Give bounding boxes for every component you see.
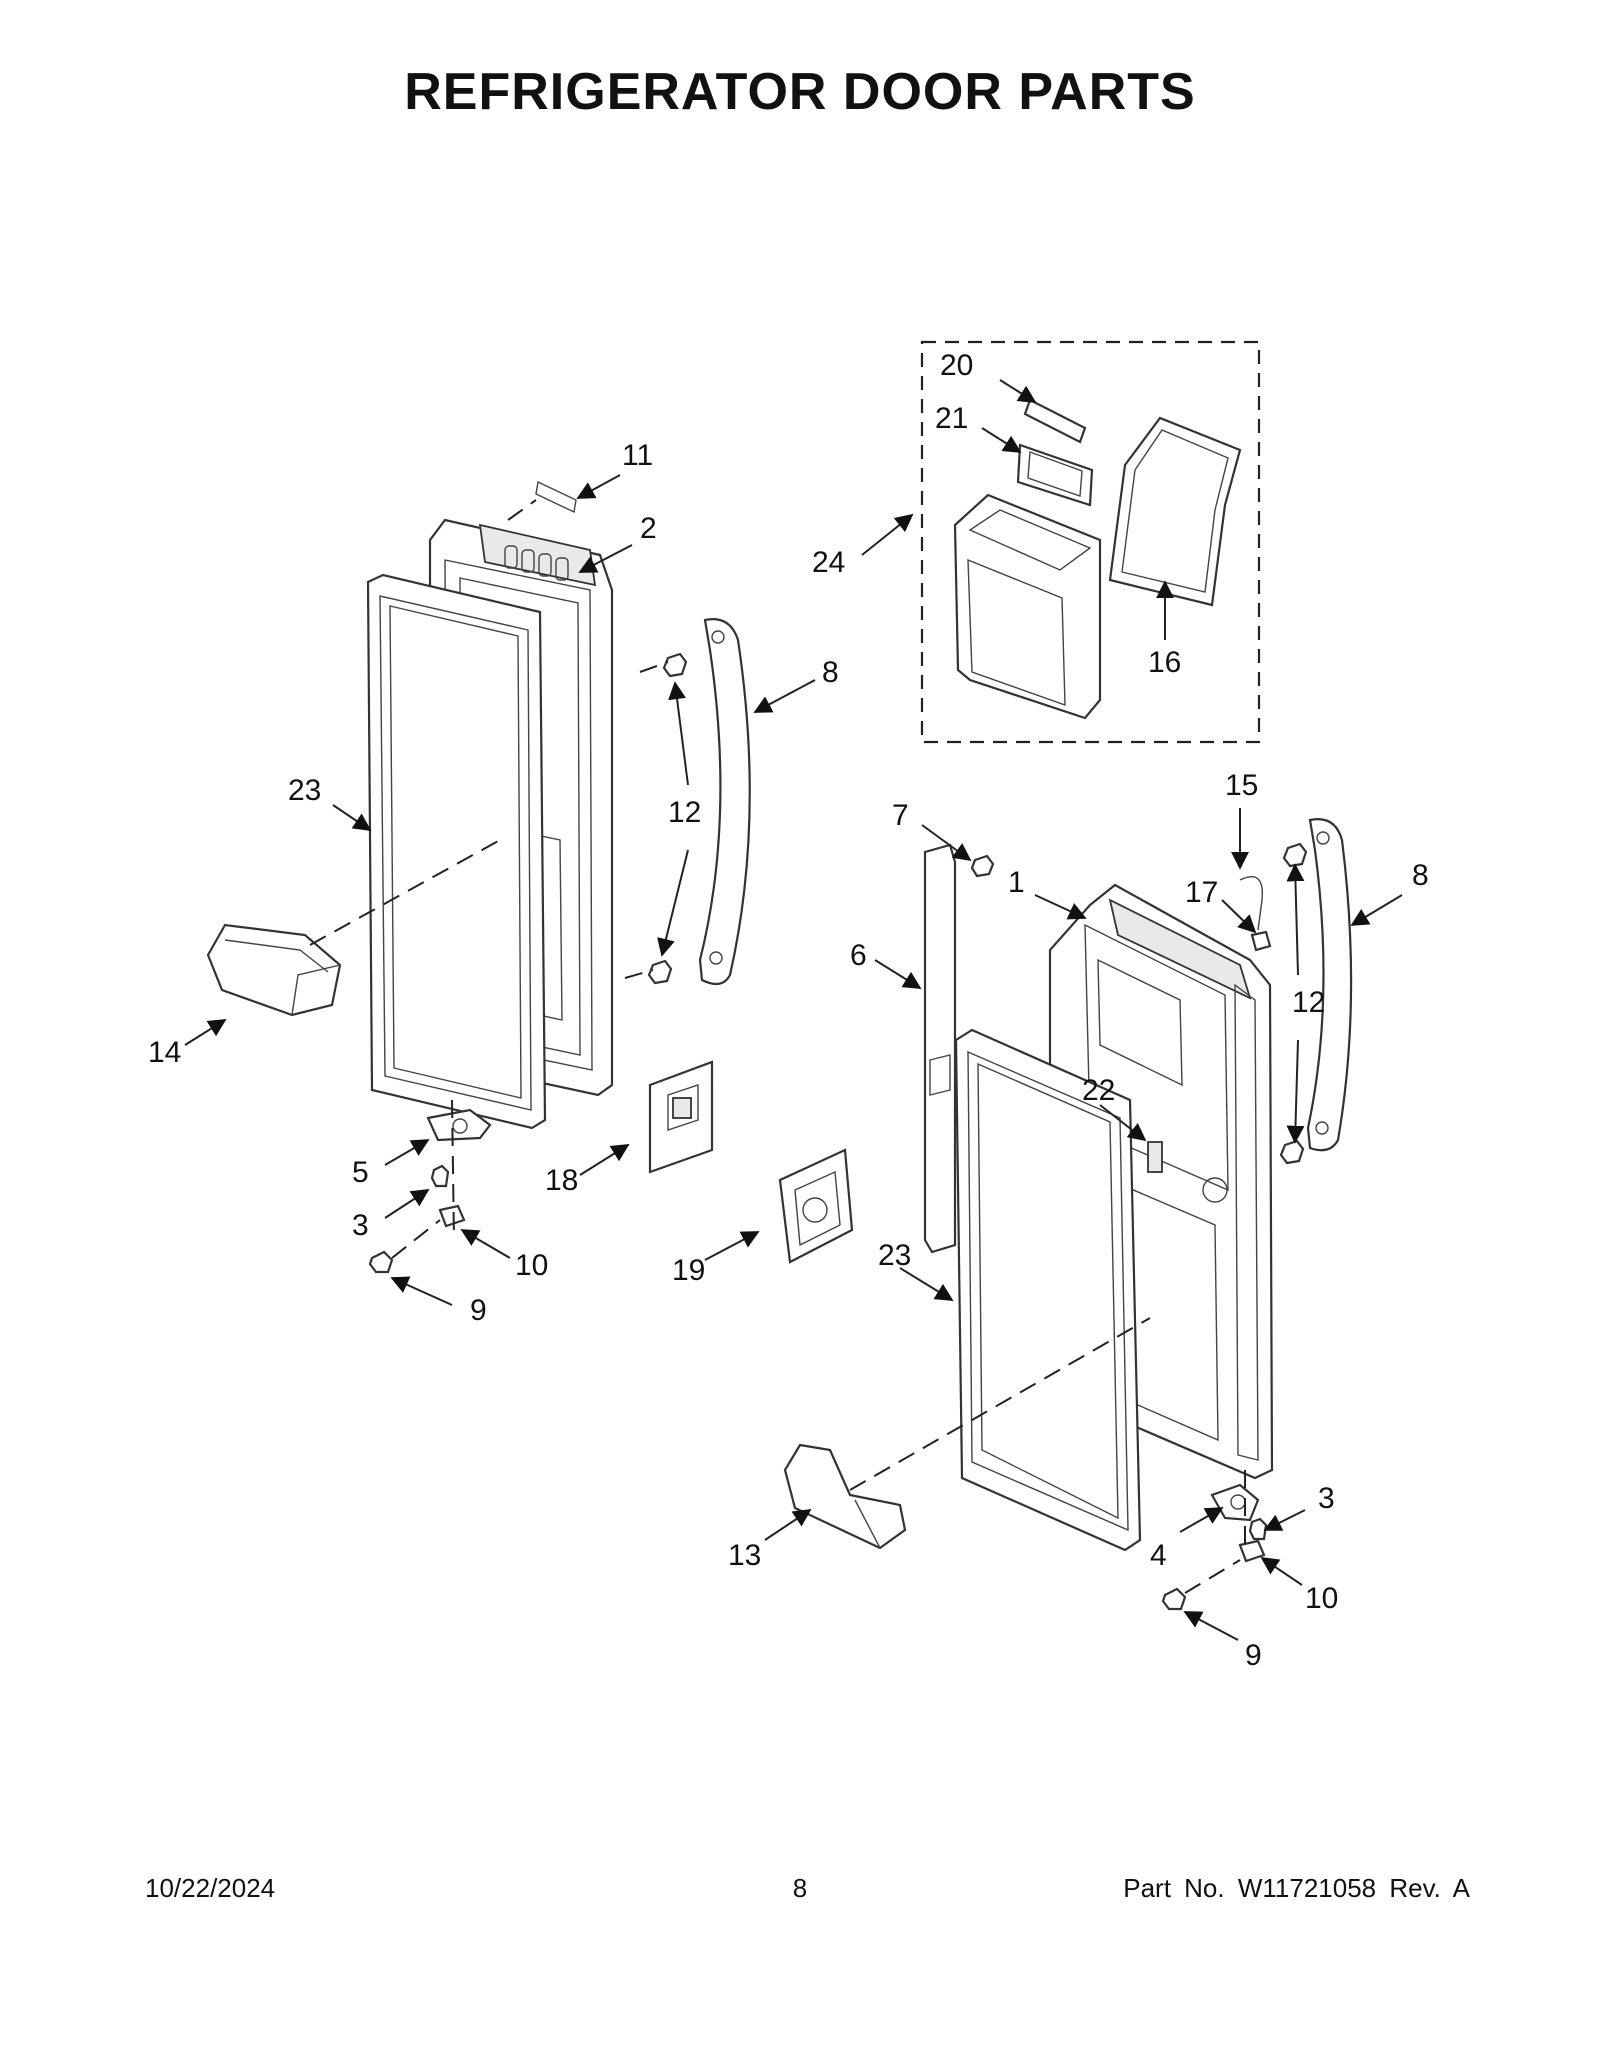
callout-12-right: 12 — [1292, 986, 1325, 1019]
left-screw-guide-line-bottom — [624, 969, 654, 979]
callout-9-left: 9 — [470, 1294, 487, 1327]
callout-22: 22 — [1082, 1074, 1115, 1107]
right-door-gasket-part — [954, 1028, 1142, 1552]
right-handle-part — [1306, 818, 1353, 1152]
left-door-gasket-part — [366, 573, 547, 1130]
callout-3-right: 3 — [1318, 1482, 1335, 1515]
left-badge-part — [535, 480, 577, 514]
callout-7: 7 — [892, 799, 909, 832]
callout-20: 20 — [940, 349, 973, 382]
callout-10-left: 10 — [515, 1249, 548, 1282]
left-bin-guide-line — [309, 839, 501, 946]
left-bolt-guide-line — [391, 1219, 441, 1259]
right-door-bin-part — [783, 1443, 907, 1550]
callout-24: 24 — [812, 546, 845, 579]
callout-17: 17 — [1185, 876, 1218, 909]
callout-labels: 11 2 8 12 23 14 5 3 10 9 18 19 20 21 24 … — [148, 349, 1429, 1672]
callout-4: 4 — [1150, 1539, 1167, 1572]
callout-19: 19 — [672, 1254, 705, 1287]
water-tube-part — [1239, 876, 1264, 931]
callout-arrows — [184, 379, 1403, 1641]
left-hinge-guide-line — [451, 1099, 455, 1241]
callout-8-left: 8 — [822, 656, 839, 689]
left-control-module-part — [648, 1060, 714, 1174]
mullion-screw-part — [970, 854, 995, 878]
callout-15: 15 — [1225, 769, 1258, 802]
right-lower-hinge-parts — [1161, 1483, 1268, 1611]
callout-14: 14 — [148, 1036, 181, 1069]
callout-10-right: 10 — [1305, 1582, 1338, 1615]
callout-9-right: 9 — [1245, 1639, 1262, 1672]
left-lower-hinge-parts — [368, 1108, 492, 1274]
left-door-bin-part — [206, 923, 342, 1017]
tube-fitting-part — [1250, 930, 1272, 952]
page-title: REFRIGERATOR DOOR PARTS — [404, 63, 1196, 121]
left-handle-screws — [647, 652, 688, 985]
right-door-assembly — [783, 818, 1353, 1611]
footer-date: 10/22/2024 — [145, 1873, 276, 1903]
right-bin-guide-line — [849, 1317, 1151, 1491]
left-screw-guide-line-top — [639, 661, 669, 673]
callout-13: 13 — [728, 1539, 761, 1572]
ice-door-assembly-parts — [953, 398, 1242, 720]
callout-6: 6 — [850, 939, 867, 972]
callout-18: 18 — [545, 1164, 578, 1197]
left-door-assembly — [206, 480, 854, 1274]
callout-12-left: 12 — [668, 796, 701, 829]
callout-5: 5 — [352, 1156, 369, 1189]
footer-page-number: 8 — [792, 1873, 808, 1903]
callout-8-right: 8 — [1412, 859, 1429, 892]
footer-part-number: Part No. W11721058 Rev. A — [1123, 1873, 1470, 1903]
right-handle-screw-bottom — [1279, 1139, 1305, 1165]
right-bolt-guide-line — [1184, 1559, 1241, 1594]
callout-23-left: 23 — [288, 774, 321, 807]
callout-23-right: 23 — [878, 1239, 911, 1272]
callout-2: 2 — [640, 512, 657, 545]
callout-21: 21 — [935, 402, 968, 435]
left-handle-part — [698, 618, 751, 986]
left-badge-guide-line — [507, 499, 537, 521]
mullion-part — [923, 843, 957, 1254]
ice-door-assembly-box — [920, 340, 1261, 744]
center-module-part — [778, 1148, 854, 1264]
callout-3-left: 3 — [352, 1209, 369, 1242]
callout-1: 1 — [1008, 866, 1025, 899]
callout-11: 11 — [622, 439, 653, 472]
callout-16: 16 — [1148, 646, 1181, 679]
right-handle-screw-top — [1282, 842, 1308, 868]
